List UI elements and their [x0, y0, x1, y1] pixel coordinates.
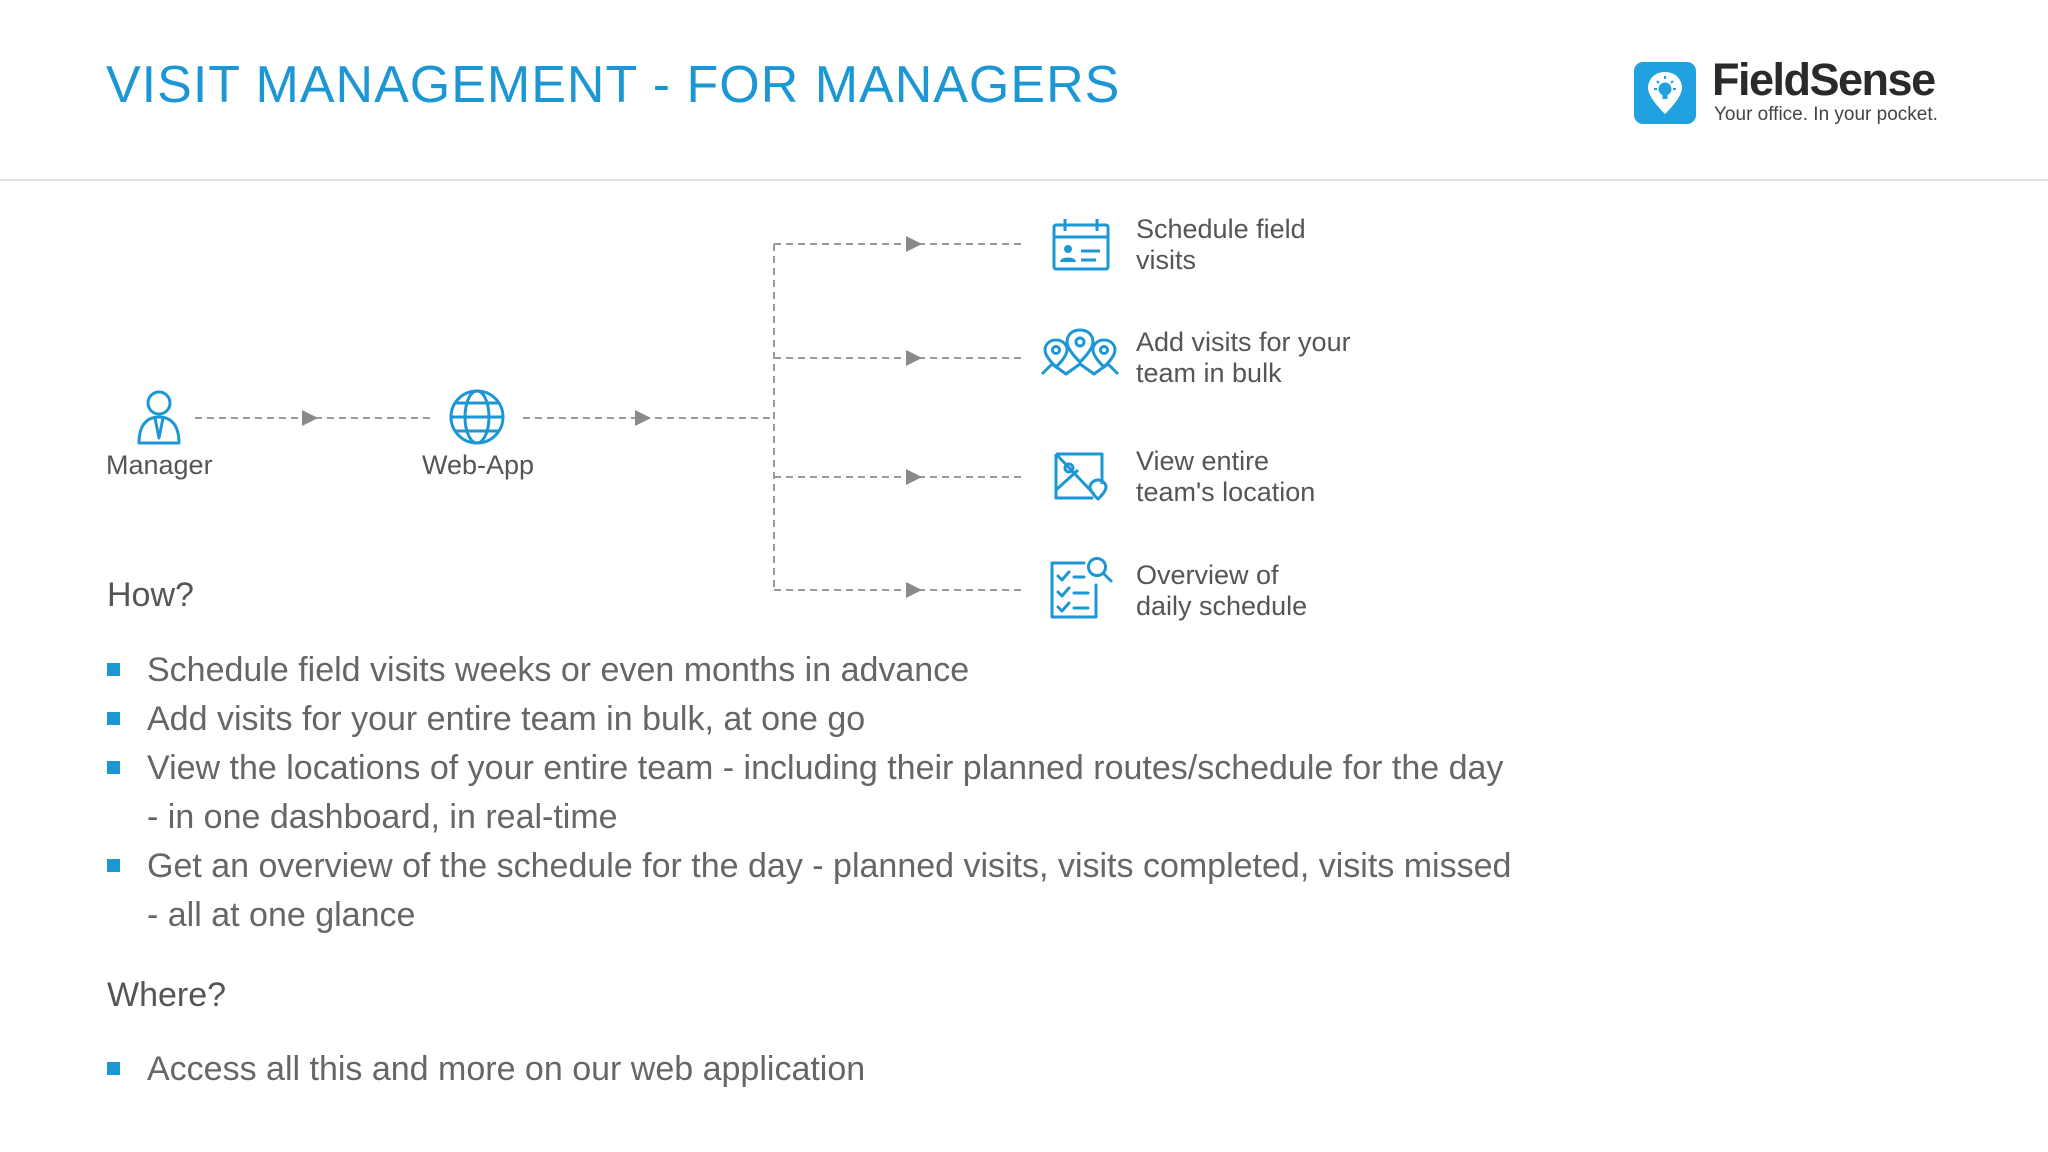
list-item: Add visits for your entire team in bulk,… — [104, 695, 1624, 744]
feature-label-line: daily schedule — [1136, 591, 1308, 621]
map-icon — [1054, 452, 1108, 501]
feature-view-team-location: View entire team's location — [1136, 446, 1416, 508]
feature-label-line: Add visits for your — [1136, 327, 1351, 357]
bullet-square-icon — [107, 859, 120, 872]
flow-diagram — [137, 219, 1120, 619]
location-bulb-icon — [1634, 62, 1696, 124]
bullet-text: Schedule field visits weeks or even mont… — [147, 651, 970, 689]
bullet-text: Add visits for your entire team in bulk,… — [147, 700, 866, 738]
bullet-text: Get an overview of the schedule for the … — [147, 847, 1512, 885]
node-label-manager: Manager — [106, 450, 213, 480]
globe-icon — [449, 389, 505, 445]
logo-brand: FieldSense — [1712, 54, 1936, 105]
bullet-text: View the locations of your entire team -… — [147, 749, 1504, 787]
bullet-text-continued: - in one dashboard, in real-time — [147, 798, 618, 836]
feature-label-line: View entire — [1136, 446, 1270, 476]
feature-daily-schedule-overview: Overview of daily schedule — [1136, 560, 1416, 622]
node-label-web-app: Web-App — [422, 450, 535, 480]
arrow-head — [906, 582, 922, 598]
arrow-head — [302, 410, 318, 426]
bullet-text: Access all this and more on our web appl… — [147, 1050, 866, 1088]
list-item: View the locations of your entire team -… — [104, 744, 1624, 842]
where-bullet-list: Access all this and more on our web appl… — [104, 1045, 1624, 1094]
location-pins-icon — [1040, 328, 1120, 376]
bullet-text-continued: - all at one glance — [147, 896, 416, 934]
arrow-head — [906, 236, 922, 252]
list-item: Get an overview of the schedule for the … — [104, 842, 1624, 940]
arrow-head — [906, 469, 922, 485]
feature-add-visits-bulk: Add visits for your team in bulk — [1136, 327, 1416, 389]
bullet-square-icon — [107, 761, 120, 774]
list-item: Schedule field visits weeks or even mont… — [104, 646, 1624, 695]
feature-schedule-field-visits: Schedule field visits — [1136, 214, 1416, 276]
how-bullet-list: Schedule field visits weeks or even mont… — [104, 646, 1624, 940]
arrow-head — [635, 410, 651, 426]
arrow-head — [906, 350, 922, 366]
bullet-square-icon — [107, 1062, 120, 1075]
feature-label-line: Schedule field — [1136, 214, 1306, 244]
checklist-search-icon — [1050, 557, 1113, 619]
logo-tagline: Your office. In your pocket. — [1714, 104, 1938, 125]
feature-label-line: visits — [1136, 245, 1196, 275]
header-divider — [0, 179, 2048, 181]
calendar-icon — [1052, 219, 1110, 271]
bullet-square-icon — [107, 663, 120, 676]
feature-label-line: Overview of — [1136, 560, 1279, 590]
feature-label-line: team in bulk — [1136, 358, 1282, 388]
feature-label-line: team's location — [1136, 477, 1316, 507]
connector-arrows — [302, 236, 922, 598]
manager-icon — [137, 390, 181, 445]
bullet-square-icon — [107, 712, 120, 725]
how-heading: How? — [107, 576, 194, 614]
page-title: VISIT MANAGEMENT - FOR MANAGERS — [106, 56, 1121, 114]
list-item: Access all this and more on our web appl… — [104, 1045, 1624, 1094]
connector-lines — [195, 243, 1024, 591]
fieldsense-logo: FieldSense Your office. In your pocket. — [1634, 54, 1964, 128]
where-heading: Where? — [107, 976, 227, 1014]
